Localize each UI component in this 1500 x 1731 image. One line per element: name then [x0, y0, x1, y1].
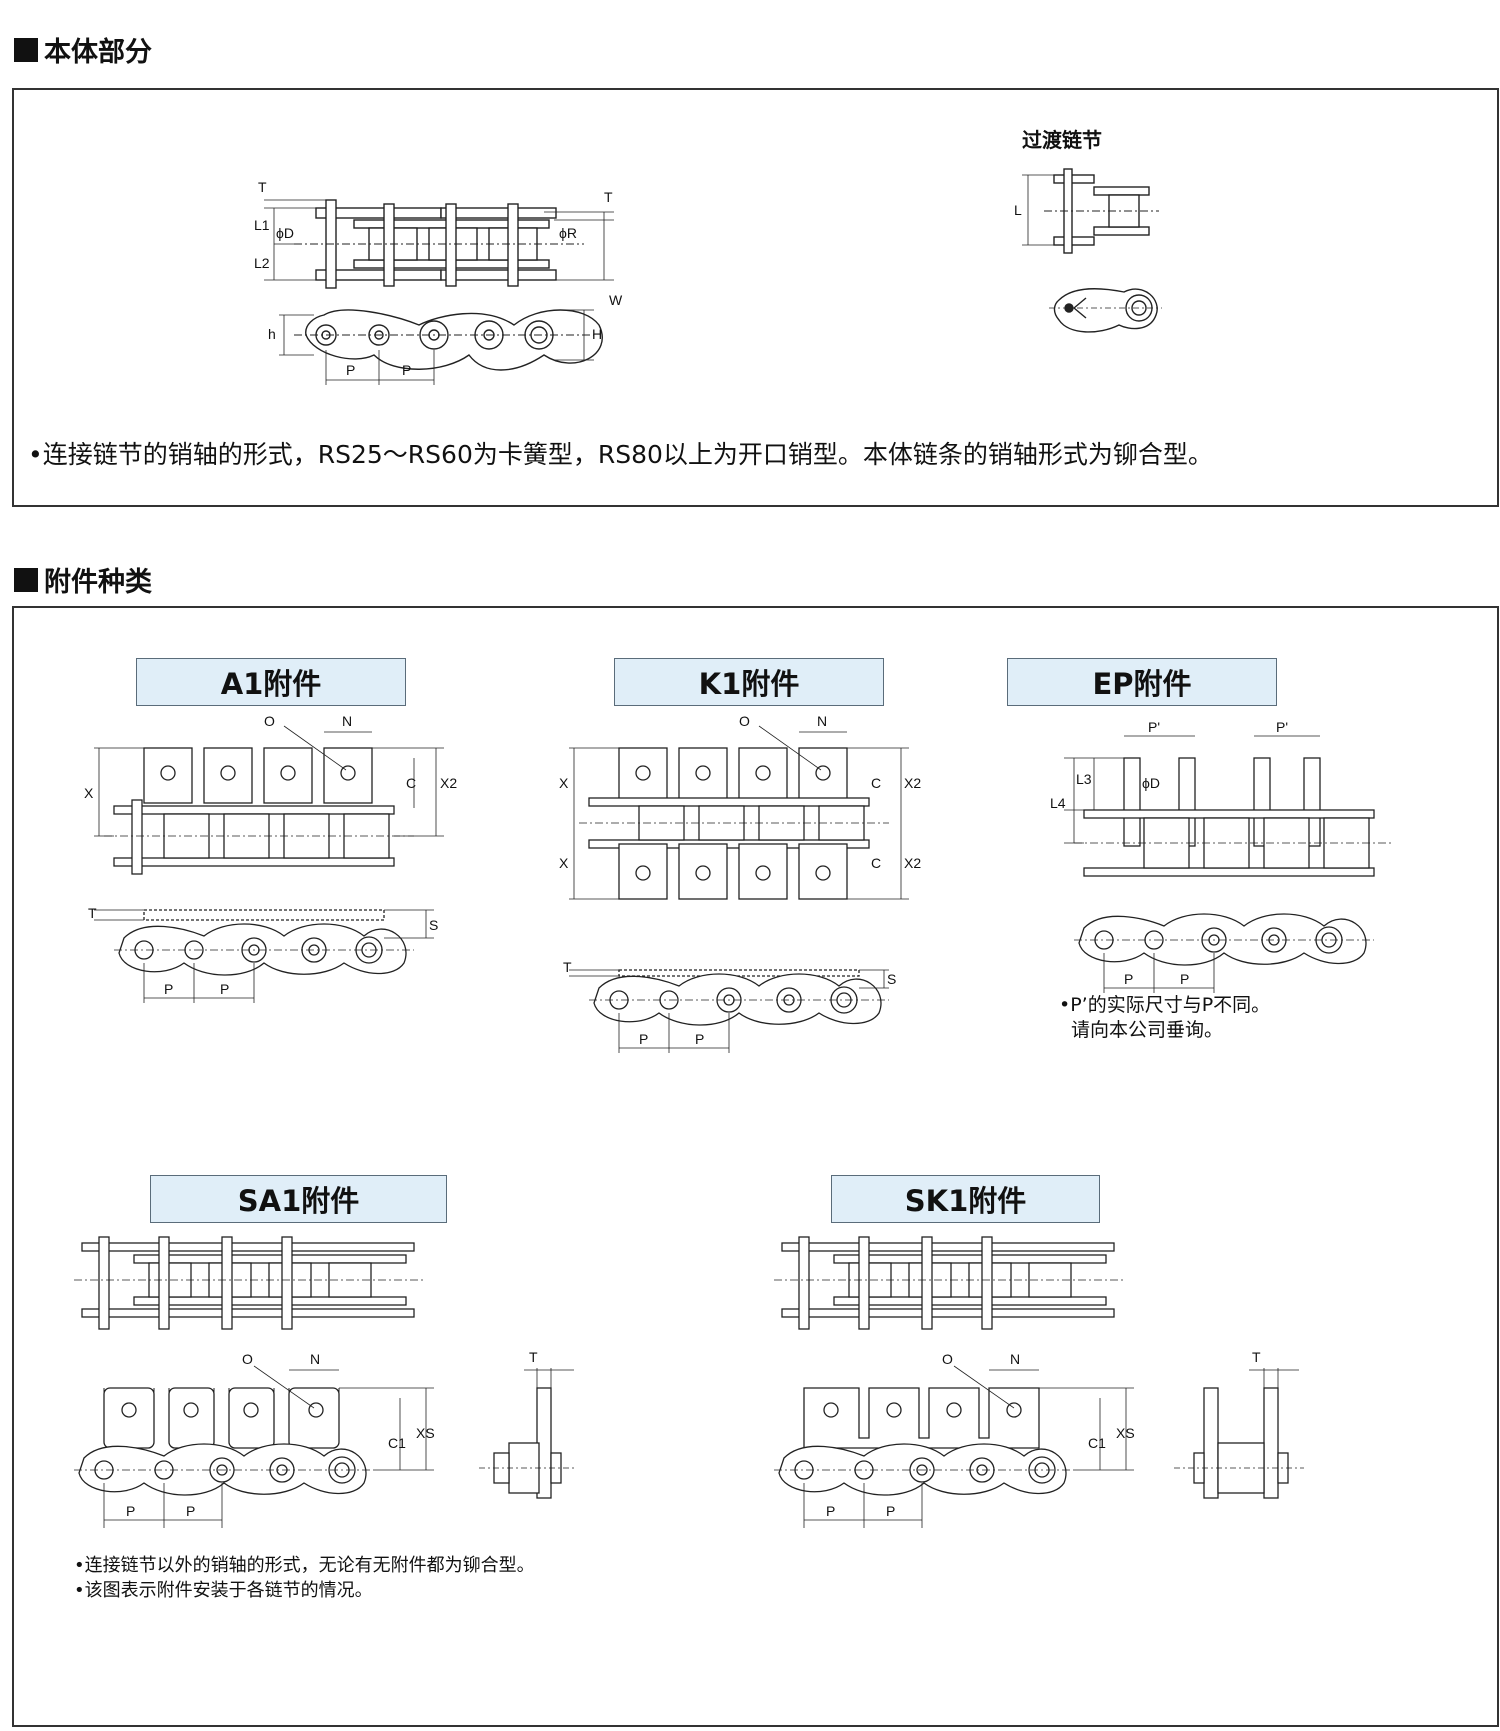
a1-title: A1附件 [220, 667, 322, 701]
k1-dim-n: N [817, 713, 827, 729]
k1-dim-x2-upper: X2 [904, 775, 921, 791]
a1-side-view-drawing: T S P P [88, 905, 438, 1003]
sa1-dim-xs: XS [416, 1425, 435, 1441]
ep-dim-pp-2: P' [1276, 719, 1288, 735]
dim-phi-r: ϕR [559, 225, 577, 241]
k1-dim-x-lower: X [559, 855, 569, 871]
sa1-title: SA1附件 [237, 1184, 360, 1218]
ep-side-view-drawing: P P [1074, 913, 1374, 993]
attachments-note-line-1: •连接链节以外的销轴的形式，无论有无附件都为铆合型。 [74, 1555, 535, 1576]
ep-dim-l4: L4 [1050, 795, 1066, 811]
dim-p-1: P [346, 362, 355, 378]
body-section-box: T L1 L2 ϕD ϕR T W h H P [12, 88, 1499, 507]
section-title-attachments: 附件种类 [14, 560, 152, 599]
ep-top-view-drawing: P' P' ϕD L3 L4 [1050, 719, 1394, 877]
sa1-top-view-drawing [74, 1236, 424, 1330]
ep-dim-pp-1: P' [1148, 719, 1160, 735]
ep-note: •P’的实际尺寸与P不同。 请向本公司垂询。 [1059, 993, 1270, 1043]
dim-h-small: h [268, 326, 276, 342]
dim-l1: L1 [254, 217, 270, 233]
k1-dim-c-lower: C [871, 855, 881, 871]
sk1-dim-p-2: P [886, 1503, 895, 1519]
ep-note-line-1: •P’的实际尺寸与P不同。 [1059, 994, 1271, 1016]
transition-link-top-drawing: L [1014, 168, 1159, 254]
dim-t-left: T [258, 179, 267, 195]
square-bullet-icon [14, 37, 38, 62]
k1-dim-s: S [887, 971, 896, 987]
ep-dim-l3: L3 [1076, 771, 1092, 787]
a1-top-view-drawing: O N X C X2 [84, 713, 457, 875]
a1-dim-c: C [406, 775, 416, 791]
ep-title-tag: EP附件 [1007, 658, 1277, 706]
sk1-title-tag: SK1附件 [831, 1175, 1100, 1223]
dim-h-large: H [592, 326, 602, 342]
k1-title-tag: K1附件 [614, 658, 884, 706]
sk1-dim-t: T [1252, 1349, 1261, 1365]
sk1-dim-c1: C1 [1088, 1435, 1106, 1451]
dim-p-2: P [402, 362, 411, 378]
a1-dim-x2: X2 [440, 775, 457, 791]
sk1-dim-n: N [1010, 1351, 1020, 1367]
transition-link-label: 过渡链节 [1022, 128, 1102, 152]
sk1-dim-p-1: P [826, 1503, 835, 1519]
k1-dim-o: O [739, 713, 750, 729]
a1-dim-o: O [264, 713, 275, 729]
dim-w: W [609, 292, 623, 308]
sk1-dim-xs: XS [1116, 1425, 1135, 1441]
sk1-title: SK1附件 [904, 1184, 1027, 1218]
k1-top-view-drawing: O N X X C C X2 X2 [559, 713, 921, 900]
a1-dim-p-2: P [220, 981, 229, 997]
k1-dim-t: T [563, 959, 572, 975]
sk1-side-view-drawing: O N C1 XS P P [774, 1351, 1135, 1528]
a1-dim-t: T [88, 905, 97, 921]
section-title-body-text: 本体部分 [44, 37, 152, 68]
a1-dim-p-1: P [164, 981, 173, 997]
a1-dim-x: X [84, 785, 94, 801]
dim-l-transition: L [1014, 202, 1022, 218]
a1-dim-s: S [429, 917, 438, 933]
dim-t-right: T [604, 189, 613, 205]
a1-title-tag: A1附件 [136, 658, 406, 706]
ep-dim-p-1: P [1124, 971, 1133, 987]
sk1-top-view-drawing [774, 1236, 1124, 1330]
sa1-dim-p-2: P [186, 1503, 195, 1519]
dim-phi-d: ϕD [276, 225, 294, 241]
ep-dim-p-2: P [1180, 971, 1189, 987]
k1-dim-p-1: P [639, 1031, 648, 1047]
sa1-dim-p-1: P [126, 1503, 135, 1519]
ep-title: EP附件 [1092, 667, 1192, 701]
k1-side-view-drawing: T S P P [563, 959, 896, 1053]
sa1-dim-n: N [310, 1351, 320, 1367]
chain-top-view-drawing: T L1 L2 ϕD ϕR T W [254, 179, 623, 308]
sa1-dim-c1: C1 [388, 1435, 406, 1451]
sk1-dim-o: O [942, 1351, 953, 1367]
k1-dim-x2-lower: X2 [904, 855, 921, 871]
ep-dim-phi-d: ϕD [1142, 775, 1160, 791]
section-title-body: 本体部分 [14, 30, 152, 69]
sa1-end-view-drawing: T [479, 1349, 574, 1499]
sa1-dim-t: T [529, 1349, 538, 1365]
chain-side-view-drawing: h H P P [268, 309, 603, 385]
section-title-attachments-text: 附件种类 [44, 567, 152, 598]
square-bullet-icon [14, 567, 38, 592]
dim-l2: L2 [254, 255, 270, 271]
k1-dim-c-upper: C [871, 775, 881, 791]
sa1-title-tag: SA1附件 [150, 1175, 447, 1223]
k1-dim-x-upper: X [559, 775, 569, 791]
attachments-note-line-2: •该图表示附件安装于各链节的情况。 [74, 1580, 373, 1601]
attachments-section-box: A1附件 O N X C X2 [12, 606, 1499, 1727]
k1-dim-p-2: P [695, 1031, 704, 1047]
a1-dim-n: N [342, 713, 352, 729]
ep-note-line-2: 请向本公司垂询。 [1071, 1019, 1224, 1041]
sa1-side-view-drawing: O N C1 XS P P [74, 1351, 435, 1528]
body-section-note: •连接链节的销轴的形式，RS25～RS60为卡簧型，RS80以上为开口销型。本体… [28, 440, 1213, 469]
k1-title: K1附件 [698, 667, 800, 701]
sk1-end-view-drawing: T [1174, 1349, 1304, 1499]
attachments-note: •连接链节以外的销轴的形式，无论有无附件都为铆合型。 •该图表示附件安装于各链节… [74, 1553, 535, 1603]
transition-link-side-drawing [1049, 288, 1162, 333]
sa1-dim-o: O [242, 1351, 253, 1367]
